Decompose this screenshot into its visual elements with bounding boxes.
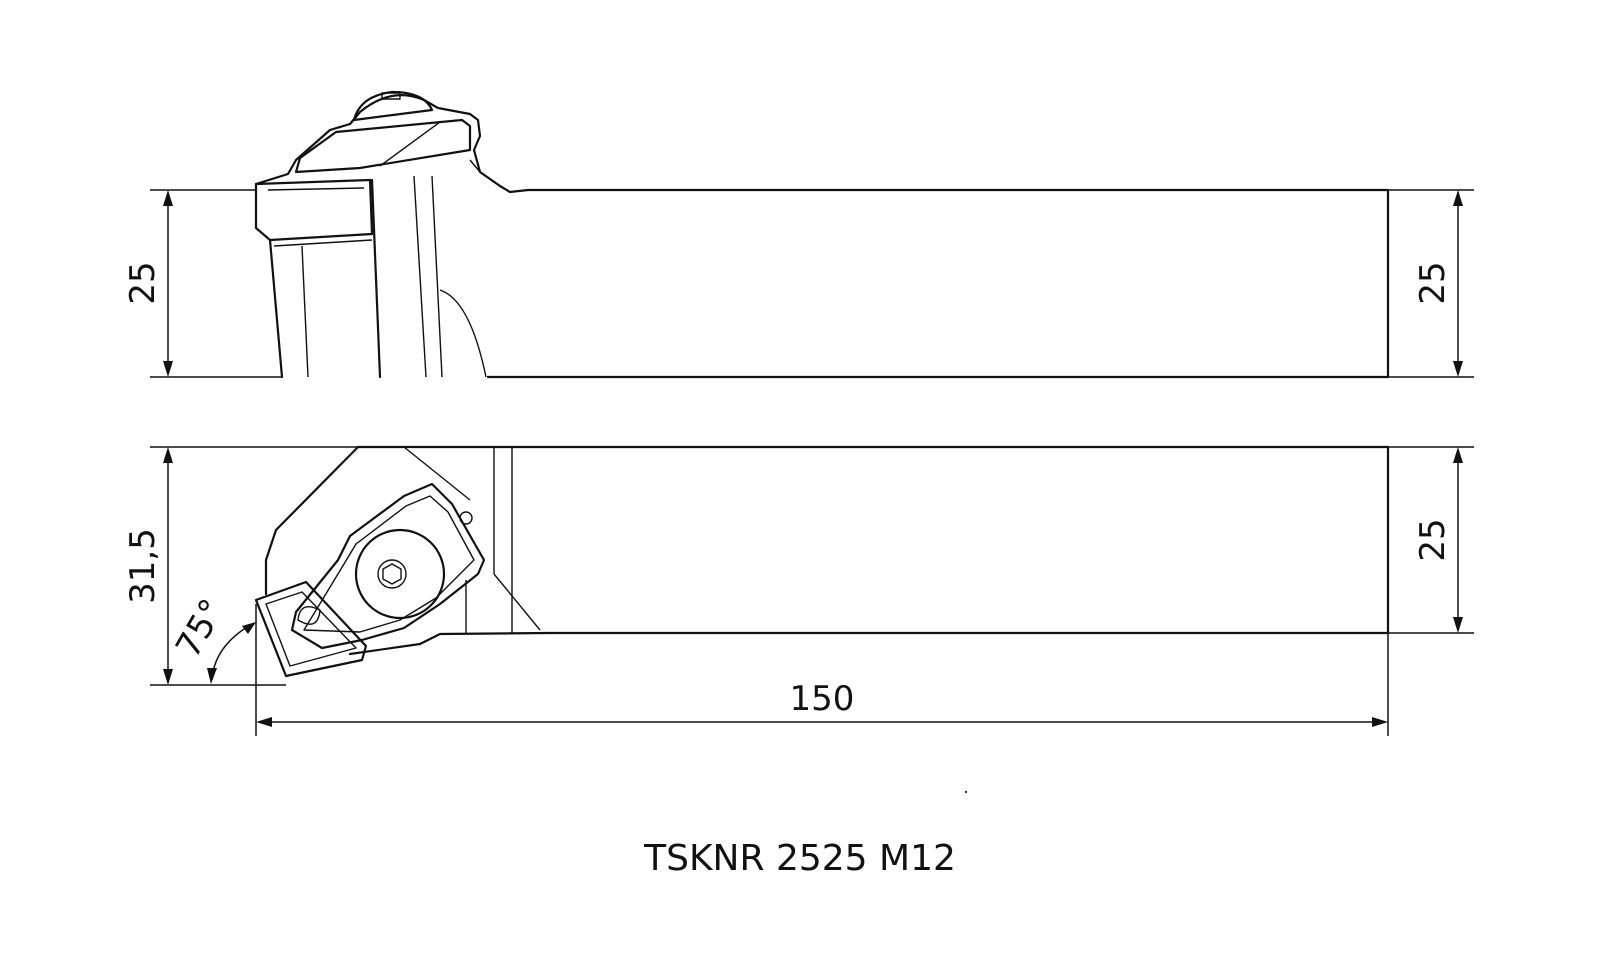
angle-dim-label: 75° — [168, 592, 233, 664]
top-insert-inner — [265, 591, 357, 667]
top-head-diagonal — [403, 446, 471, 501]
side-insert — [254, 178, 374, 242]
top-left-dim-label: 31,5 — [123, 528, 163, 604]
top-clamp — [290, 482, 486, 650]
side-left-dimension: 25 — [123, 189, 282, 378]
angle-dimension: 75° — [168, 592, 256, 684]
side-insert-edge — [267, 187, 365, 191]
top-hex-socket-icon — [382, 563, 402, 585]
top-view: 31,5 25 150 75° — [123, 445, 1474, 736]
side-clearance-curve — [439, 289, 487, 378]
top-head-outline — [264, 445, 360, 596]
side-view: 25 25 — [123, 90, 1474, 379]
side-clamp-edge — [379, 121, 441, 167]
top-head-lower — [348, 631, 550, 656]
length-dimension: 150 — [255, 604, 1389, 736]
side-head-step — [469, 159, 481, 173]
top-insert — [254, 580, 368, 678]
side-left-dim-label: 25 — [123, 261, 163, 304]
side-head-outline — [254, 94, 530, 379]
side-seat-vertical-2 — [301, 245, 309, 378]
drawing-title: TSKNR 2525 M12 — [644, 838, 956, 879]
side-shank-outline — [486, 188, 1390, 379]
top-clamp-inner — [303, 495, 475, 633]
top-shank-outline — [356, 445, 1390, 635]
side-seat-vertical-3 — [413, 175, 427, 378]
side-screw-head — [352, 90, 434, 122]
top-clamp-screw-socket — [377, 559, 407, 589]
top-clamp-screw-outer — [354, 528, 446, 620]
top-right-dim-label: 25 — [1413, 518, 1453, 561]
top-clamp-tip — [297, 606, 321, 625]
top-left-dimension: 31,5 — [123, 446, 358, 686]
side-screw-socket — [381, 92, 401, 100]
side-seat-vertical-1 — [370, 178, 382, 379]
top-head-chamfer — [493, 573, 541, 631]
top-pin — [459, 511, 473, 525]
side-seat-vertical-4 — [431, 175, 443, 378]
speck — [964, 790, 968, 794]
side-clamp — [294, 118, 472, 174]
side-right-dimension: 25 — [1388, 189, 1474, 378]
top-right-dimension: 25 — [1388, 446, 1474, 634]
length-dim-label: 150 — [790, 679, 855, 719]
side-seat-line — [273, 239, 373, 247]
side-right-dim-label: 25 — [1413, 261, 1453, 304]
